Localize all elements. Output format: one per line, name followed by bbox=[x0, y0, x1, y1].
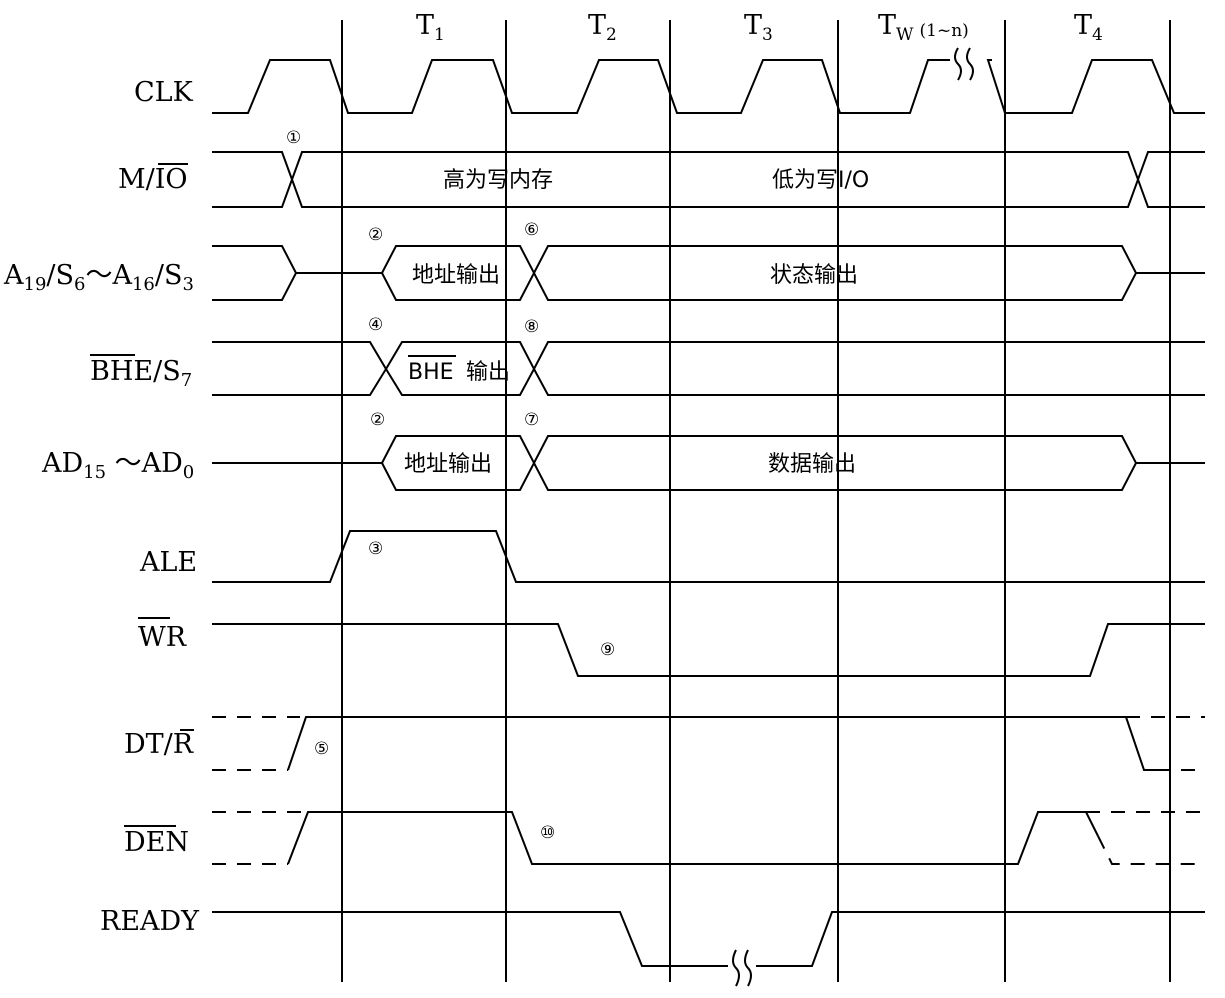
signal-labels: CLK M/IO A19/S6～A16/S3 BHE/S7 AD15 ～AD0 … bbox=[3, 77, 200, 937]
waveform-texts: 高为写内存 低为写I/O 地址输出 状态输出 BHE 输出 地址输出 数据输出 bbox=[404, 168, 869, 477]
marker-10: ⑩ bbox=[540, 823, 555, 843]
mio-low-text: 低为写I/O bbox=[772, 168, 869, 193]
header-t1: T1 bbox=[416, 10, 445, 45]
a19-label: A19/S6～A16/S3 bbox=[3, 260, 194, 295]
mio-high-text: 高为写内存 bbox=[443, 168, 553, 193]
header-t2: T2 bbox=[588, 10, 617, 45]
ready-break-icon bbox=[732, 949, 752, 987]
ale-label: ALE bbox=[139, 547, 197, 578]
bhe-trace bbox=[212, 341, 1205, 396]
step-markers: ① ② ③ ④ ⑤ ⑥ ⑦ ⑧ ② ⑨ ⑩ bbox=[286, 128, 615, 843]
marker-1: ① bbox=[286, 128, 301, 148]
marker-9: ⑨ bbox=[600, 640, 615, 660]
header-t4: T4 bbox=[1074, 10, 1103, 45]
addr-out-text: 地址输出 bbox=[412, 263, 500, 288]
status-out-text: 状态输出 bbox=[770, 263, 858, 288]
marker-6: ⑥ bbox=[524, 220, 539, 240]
marker-2b: ② bbox=[370, 410, 385, 430]
clk-label: CLK bbox=[134, 77, 194, 108]
marker-5: ⑤ bbox=[314, 739, 329, 759]
marker-4: ④ bbox=[368, 315, 383, 335]
dtr-trace bbox=[287, 716, 1156, 771]
header-t3: T3 bbox=[744, 10, 773, 45]
mio-trace bbox=[212, 151, 1205, 208]
bhe-out-bar-text: BHE bbox=[408, 360, 454, 385]
marker-2: ② bbox=[368, 225, 383, 245]
marker-7: ⑦ bbox=[524, 410, 539, 430]
ad-trace bbox=[212, 435, 1205, 491]
clk-trace bbox=[212, 59, 1205, 114]
wr-trace bbox=[212, 623, 1205, 677]
marker-8: ⑧ bbox=[524, 317, 539, 337]
den-trace bbox=[287, 811, 1099, 865]
header-tw: TW(1~n) bbox=[878, 10, 969, 45]
marker-3: ③ bbox=[368, 539, 383, 559]
clk-break-icon bbox=[954, 47, 974, 81]
ale-trace bbox=[212, 530, 1205, 583]
mio-label: M/IO bbox=[118, 164, 188, 195]
ready-label: READY bbox=[100, 906, 200, 937]
den-dashed-fall bbox=[1097, 835, 1205, 865]
addr-out2-text: 地址输出 bbox=[404, 452, 492, 477]
bhe-label: BHE/S7 bbox=[90, 356, 192, 391]
dtr-label: DT/R bbox=[124, 729, 194, 760]
a19-trace bbox=[212, 245, 1205, 301]
ad-label: AD15 ～AD0 bbox=[41, 448, 194, 483]
period-boundaries bbox=[341, 20, 1171, 982]
period-headers: T1 T2 T3 TW(1~n) T4 bbox=[416, 10, 1103, 45]
den-label: DEN bbox=[124, 827, 189, 858]
wr-label: WR bbox=[138, 622, 187, 653]
bhe-out-text: 输出 bbox=[466, 360, 510, 385]
data-out-text: 数据输出 bbox=[768, 452, 856, 477]
ready-trace bbox=[212, 911, 1205, 967]
